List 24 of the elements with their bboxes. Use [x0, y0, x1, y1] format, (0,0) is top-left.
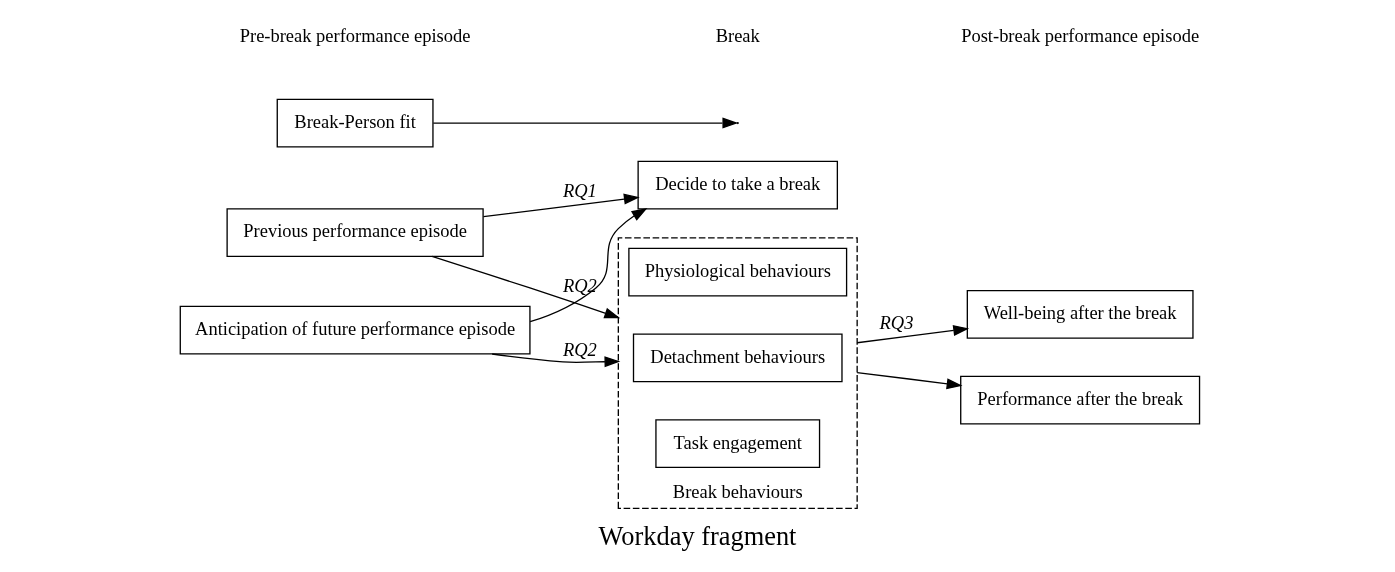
- arrow: [491, 353, 621, 368]
- node-box: Detachment behaviours: [632, 333, 843, 383]
- arrow: [431, 255, 621, 319]
- node-box: Task engagement: [655, 419, 821, 469]
- label: Post-break performance episode: [961, 26, 1200, 47]
- caption: Workday fragment: [598, 521, 797, 552]
- edge-label: RQ1: [562, 181, 597, 202]
- label: Pre-break performance episode: [239, 26, 471, 47]
- node-box: Previous performance episode: [226, 208, 484, 257]
- node-box: Decide to take a break: [637, 160, 838, 210]
- arrow: [856, 371, 963, 390]
- arrow: [482, 193, 640, 218]
- node-box: Well-being after the break: [966, 289, 1194, 339]
- node-box: Physiological behaviours: [628, 247, 848, 297]
- edge-label: RQ2: [562, 276, 597, 297]
- node-box: Anticipation of future performance episode: [179, 305, 531, 355]
- edge-label: RQ3: [879, 313, 914, 334]
- node-box: Break-Person fit: [276, 98, 434, 148]
- arrow: [432, 117, 739, 129]
- label: Break: [715, 26, 760, 47]
- edge-label: RQ2: [562, 339, 597, 360]
- arrow: [529, 208, 648, 323]
- node-box: Performance after the break: [960, 375, 1201, 425]
- arrow: [856, 324, 970, 344]
